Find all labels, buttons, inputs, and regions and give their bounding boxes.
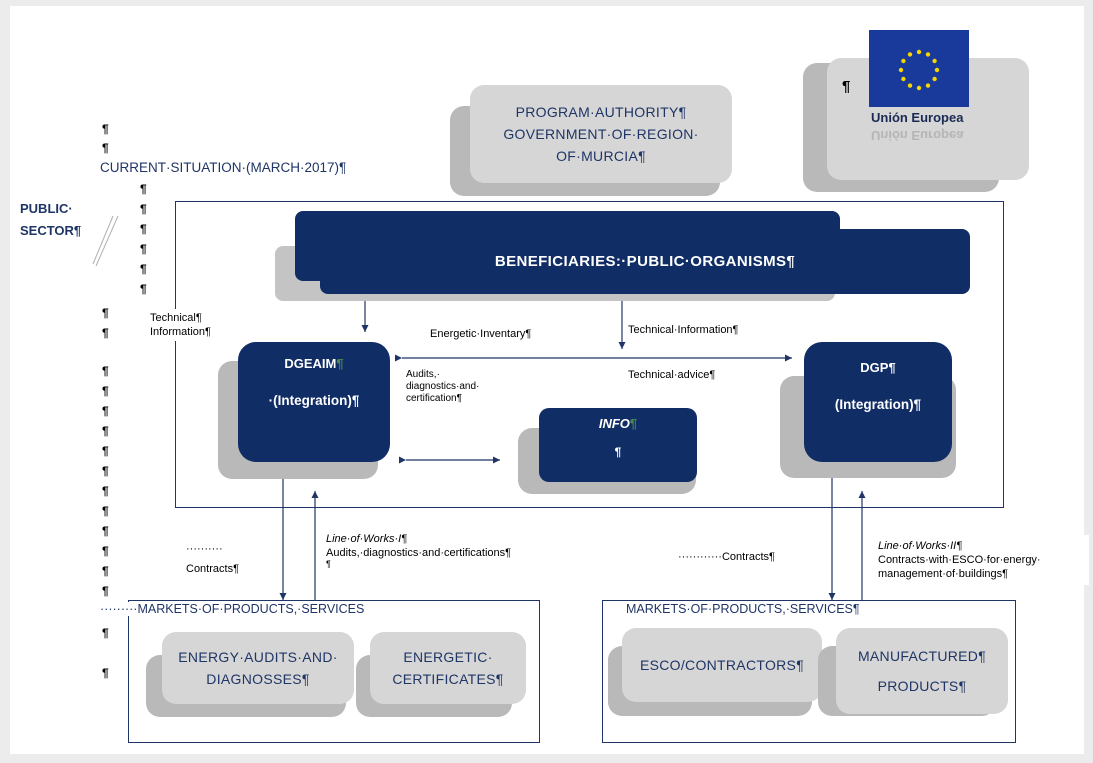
dgeaim-mark: ¶ [336,356,344,371]
markets-right-title: MARKETS·OF·PRODUCTS,·SERVICES¶ [626,602,864,616]
pilcrow: ¶ [102,404,109,418]
pilcrow: ¶ [102,666,109,680]
eu-stars-icon [898,49,940,91]
dgp-box: DGP¶ (Integration)¶ [804,342,952,462]
technical-advice-label: Technical·advice¶ [624,365,767,385]
pilcrow: ¶ [102,464,109,478]
eu-flag [869,30,969,107]
line-works-ii-title: Line·of·Works·II¶ [878,540,963,552]
market-energy-audits-line-1: ENERGY·AUDITS·AND· [178,649,338,665]
pilcrow: ¶ [102,564,109,578]
contracts-left-dots: ·········· [186,543,223,555]
authority-line-1: PROGRAM·AUTHORITY¶ [515,104,687,120]
line-works-i-desc: Audits,·diagnostics·and·certifications¶ [326,547,512,559]
tech-info-left-1: Technical¶ [150,312,202,324]
line-works-ii-desc-1: Contracts·with·ESCO·for·energy· [878,554,1041,566]
market-esco-label: ESCO/CONTRACTORS¶ [639,657,805,673]
markets-left-title: ·········MARKETS·OF·PRODUCTS,·SERVICES [100,602,369,616]
contracts-left-label: ·········· Contracts¶ [180,539,280,579]
market-manufactured-line-1: MANUFACTURED¶ [857,648,987,664]
markets-left-frame [128,600,540,743]
contracts-right-label: ············Contracts¶ [672,544,824,570]
market-certificates-line-1: ENERGETIC· [403,649,493,665]
pilcrow: ¶ [102,544,109,558]
eu-caption: Unión Europea [871,110,964,125]
line-works-i-mark: ¶ [326,559,331,569]
market-certificates-box: ENERGETIC· CERTIFICATES¶ [370,632,526,704]
pilcrow: ¶ [102,306,109,320]
pilcrow: ¶ [102,424,109,438]
beneficiaries-label: BENEFICIARIES:·PUBLIC·ORGANISMS¶ [494,253,796,270]
info-sub: ¶ [614,445,622,459]
authority-line-3: OF·MURCIA¶ [556,148,646,164]
dgeaim-sub: ·(Integration)¶ [268,393,360,408]
audits-line-1: Audits,· [406,369,440,380]
line-works-ii-label: Line·of·Works·II¶ Contracts·with·ESCO·fo… [872,535,1089,585]
market-energy-audits-box: ENERGY·AUDITS·AND· DIAGNOSSES¶ [162,632,354,704]
technical-information-label: Technical·Information¶ [624,320,767,340]
eu-logo-mark: ¶ [842,78,851,95]
market-certificates-line-2: CERTIFICATES¶ [392,671,504,687]
info-mark: ¶ [629,416,638,431]
pilcrow: ¶ [140,282,147,296]
public-sector-pointer [92,215,114,265]
eu-caption-reflection: Unión Europea [871,128,964,143]
info-title: INFO [598,416,630,431]
energetic-inventory-label: Energetic·Inventary¶ [426,324,574,344]
pilcrow: ¶ [140,222,147,236]
audits-line-2: diagnostics·and· [406,381,480,392]
pilcrow: ¶ [102,584,109,598]
pilcrow: ¶ [102,364,109,378]
pilcrow: ¶ [102,626,109,640]
pilcrow: ¶ [140,202,147,216]
public-sector-frame [175,201,1004,508]
dgeaim-box: DGEAIM¶ ·(Integration)¶ [238,342,390,462]
contracts-left-text: Contracts¶ [186,563,239,575]
tech-info-left-label: Technical¶ Information¶ [146,309,249,341]
public-sector-pointer-2 [95,215,119,267]
pilcrow: ¶ [102,444,109,458]
market-manufactured-box: MANUFACTURED¶ PRODUCTS¶ [836,628,1008,714]
beneficiaries-box: BENEFICIARIES:·PUBLIC·ORGANISMS¶ [320,229,970,294]
audits-line-3: certification¶ [406,393,462,404]
pilcrow: ¶ [102,141,109,155]
dgp-sub: (Integration)¶ [834,397,922,412]
market-energy-audits-line-2: DIAGNOSSES¶ [206,671,310,687]
pilcrow: ¶ [102,326,109,340]
audits-label: Audits,· diagnostics·and· certification¶ [402,366,520,428]
public-sector-label: PUBLIC· SECTOR¶ [20,198,81,242]
diagram-page: ¶ Unión Europea Unión Europea PROGRAM·AU… [10,6,1089,754]
market-manufactured-line-2: PRODUCTS¶ [877,678,967,694]
market-esco-box: ESCO/CONTRACTORS¶ [622,628,822,702]
current-situation-heading: CURRENT·SITUATION·(MARCH·2017)¶ [100,160,347,175]
pilcrow: ¶ [102,524,109,538]
pilcrow: ¶ [102,384,109,398]
authority-box: PROGRAM·AUTHORITY¶ GOVERNMENT·OF·REGION·… [470,85,732,183]
pilcrow: ¶ [102,484,109,498]
pilcrow: ¶ [102,504,109,518]
public-sector-line-2: SECTOR¶ [20,223,82,238]
public-sector-line-1: PUBLIC· [20,201,73,216]
pilcrow: ¶ [140,242,147,256]
pilcrow: ¶ [140,262,147,276]
info-box: INFO¶ ¶ [539,408,697,482]
markets-right-frame [602,600,1016,743]
line-works-ii-desc-2: management·of·buildings¶ [878,568,1009,580]
dgeaim-title: DGEAIM [284,356,337,371]
authority-line-2: GOVERNMENT·OF·REGION· [503,126,699,142]
pilcrow: ¶ [140,182,147,196]
dgp-title: DGP¶ [860,360,896,375]
line-works-i-title: Line·of·Works·I¶ [326,533,408,545]
tech-info-left-2: Information¶ [150,326,211,338]
line-works-i-label: Line·of·Works·I¶ Audits,·diagnostics·and… [320,528,580,572]
pilcrow: ¶ [102,122,109,136]
